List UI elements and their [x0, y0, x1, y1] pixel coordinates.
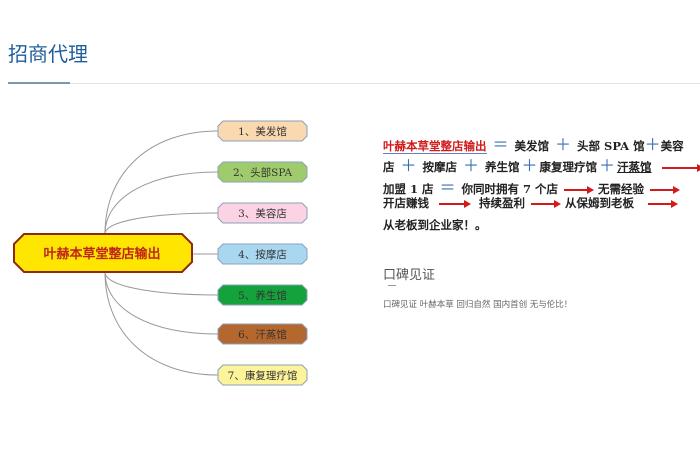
text: 持续盈利: [479, 196, 525, 210]
text: 你同时拥有 7 个店: [461, 182, 559, 196]
plus-sign: ＋: [521, 156, 538, 175]
arrow-icon: [439, 200, 471, 208]
text: 养生馆: [485, 160, 520, 174]
heading-underline: [388, 285, 396, 286]
branch-node-label: 6、汗蒸馆: [238, 328, 287, 341]
section-text: 口碑见证 叶赫本草 回归自然 国内首创 无与伦比！: [383, 300, 573, 310]
branch-node: [217, 364, 308, 386]
equals-sign: ＝: [439, 178, 456, 197]
text: 加盟 1 店: [383, 182, 434, 196]
center-node-label: 叶赫本草堂整店输出: [43, 246, 160, 262]
text: 美容: [660, 139, 684, 153]
branch-node: [217, 161, 308, 183]
plus-sign: ＋: [400, 156, 417, 175]
divider: [8, 83, 700, 84]
text: 汗蒸馆: [617, 160, 652, 174]
divider-accent: [8, 82, 70, 84]
plus-sign: ＋: [463, 156, 480, 175]
branch-node-label: 7、康复理疗馆: [228, 369, 298, 382]
connector-line: [104, 171, 219, 235]
intro-line-2: 店＋按摩店＋养生馆＋康复理疗馆＋汗蒸馆: [383, 152, 700, 176]
intro-line-3: 加盟 1 店 ＝ 你同时拥有 7 个店 无需经验: [383, 174, 684, 198]
connector-line: [104, 271, 219, 376]
plus-sign: ＋: [644, 135, 661, 154]
text: 按摩店: [422, 160, 458, 174]
branch-node: [217, 120, 308, 142]
arrow-icon: [564, 186, 595, 194]
page-title: 招商代理: [8, 42, 88, 66]
brand-text: 叶赫本草堂整店输出: [383, 139, 487, 154]
text: 从保姆到老板: [565, 196, 634, 210]
branch-node: [217, 284, 308, 306]
section-heading: 口碑见证: [383, 268, 436, 283]
plus-sign: ＋: [599, 156, 616, 175]
arrow-icon: [648, 200, 678, 208]
connector-line: [104, 130, 219, 235]
arrow-icon: [531, 200, 561, 208]
intro-line-1: 叶赫本草堂整店输出＝美发馆＋头部 SPA 馆＋美容: [383, 131, 684, 155]
text: 美发馆: [514, 139, 550, 153]
text: 康复理疗馆: [539, 160, 598, 174]
intro-line-4: 开店赚钱 持续盈利 从保姆到老板: [383, 195, 682, 211]
connector-line: [104, 212, 219, 235]
center-node: [13, 233, 193, 273]
text: 开店赚钱: [383, 196, 429, 210]
branch-node: [217, 202, 308, 224]
connector-line: [104, 271, 219, 335]
branch-node: [217, 243, 308, 265]
branch-node-label: 4、按摩店: [238, 248, 287, 261]
branch-node-label: 1、美发馆: [238, 125, 287, 138]
connector-line: [104, 271, 219, 296]
text: 无需经验: [598, 182, 645, 196]
branch-node-label: 2、头部SPA: [233, 166, 292, 179]
equals-sign: ＝: [492, 135, 509, 154]
text: 头部 SPA 馆: [577, 139, 645, 153]
branch-node-label: 3、美容店: [238, 207, 287, 220]
arrow-icon: [661, 164, 700, 172]
text: 店: [383, 160, 395, 174]
mind-map: 1、美发馆2、头部SPA3、美容店4、按摩店5、养生馆6、汗蒸馆7、康复理疗馆 …: [13, 120, 308, 386]
arrow-icon: [650, 186, 681, 194]
plus-sign: ＋: [555, 135, 572, 154]
branch-node: [217, 323, 308, 345]
branch-node-label: 5、养生馆: [238, 289, 287, 302]
intro-line-5: 从老板到企业家！。: [383, 218, 487, 232]
